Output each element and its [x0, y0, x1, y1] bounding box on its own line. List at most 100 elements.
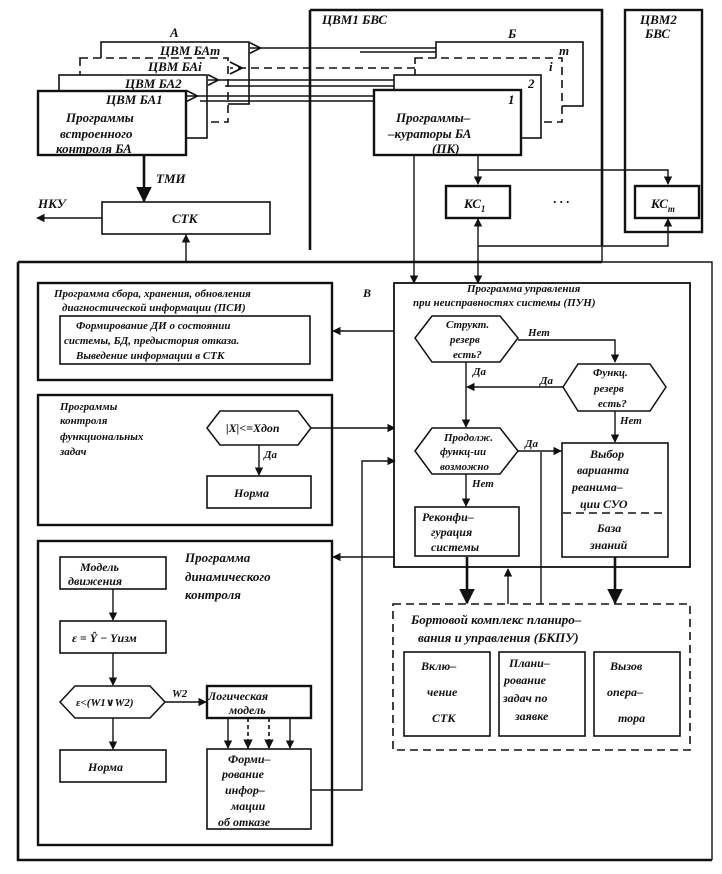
bkpu-box1-3: СТК: [432, 711, 456, 725]
pun-title-1: Программа управления: [466, 283, 581, 295]
psi-title-2: диагностической информации (ПСИ): [62, 302, 246, 314]
bkpu-box1-2: чение: [427, 685, 458, 699]
pkf-yes-label: Да: [263, 449, 278, 461]
group-b-to-a-links: [187, 48, 436, 101]
pun-title-2: при неисправностях системы (ПУН): [413, 297, 596, 309]
bkpu-box3-1: Вызов: [609, 659, 643, 673]
psi-inner-1: Формирование ДИ о состоянии: [76, 320, 231, 332]
logic-model-1: Логическая: [207, 689, 268, 703]
bic-title-2: встроенного: [60, 126, 133, 141]
failure-info-5: об отказе: [218, 815, 271, 829]
stack-label-bai: ЦВМ БАi: [147, 59, 202, 74]
pdk-condition: ε<(W1∨W2): [76, 697, 134, 709]
reconfig-1: Реконфи–: [422, 510, 474, 524]
section-v-label: В: [362, 286, 371, 300]
continue-2: функц-ии: [440, 446, 486, 458]
group-a-stack: А ЦВМ БАm ЦВМ БАi ЦВМ БА2 ЦВМ БА1 Програ…: [36, 25, 250, 157]
select-variant-2: варианта: [577, 463, 629, 477]
struct-reserve-2: резерв: [449, 334, 480, 346]
stk-block: ТМИ НКУ СТК: [36, 155, 271, 262]
functional-control-block: Программы контроля функциональных задач …: [36, 393, 396, 527]
tmi-label: ТМИ: [156, 171, 187, 186]
ks1-box: КС1: [463, 196, 485, 214]
select-variant-4: ции СУО: [580, 497, 628, 511]
pkf-title-4: задач: [59, 446, 87, 458]
ksm-box: КСm: [650, 196, 675, 214]
group-b-label: Б: [507, 26, 516, 41]
reconfig-2: гурация: [431, 525, 472, 539]
continue-no-label: Нет: [471, 478, 494, 490]
bkpu-block: Бортовой комплекс планиро– вания и управ…: [392, 603, 691, 751]
pkf-norm: Норма: [233, 486, 269, 500]
pkf-title-2: контроля: [60, 415, 108, 427]
stack-label-ba1: ЦВМ БА1: [105, 92, 163, 107]
bkpu-title-2: вания и управления (БКПУ): [418, 630, 579, 645]
func-reserve-hex: [562, 363, 667, 412]
pdk-title-2: динамического: [185, 569, 271, 584]
failure-info-1: Форми–: [228, 752, 271, 766]
pdk-norm: Норма: [87, 760, 123, 774]
pdk-title-3: контроля: [185, 587, 241, 602]
select-variant-3: реанима–: [571, 480, 623, 494]
bkpu-box2-3: задач по: [502, 691, 547, 705]
knowledge-base-1: База: [596, 521, 621, 535]
stack-number-2: 2: [527, 76, 535, 91]
ellipsis-label: · · ·: [553, 194, 569, 209]
failure-info-3: инфор–: [225, 783, 265, 797]
stack-number-m: m: [559, 43, 569, 58]
psi-block: Программа сбора, хранения, обновления ди…: [36, 281, 395, 382]
lower-container: В: [16, 260, 712, 862]
pkf-condition: |X|<=Xдоп: [226, 421, 280, 435]
continue-yes-label: Да: [524, 438, 539, 450]
func-reserve-3: есть?: [598, 398, 627, 410]
pun-bkpu-links: [459, 557, 623, 605]
cvm2-label-2: БВС: [644, 26, 670, 41]
stack-label-ba2: ЦВМ БА2: [124, 76, 182, 91]
struct-yes-label: Да: [472, 366, 487, 378]
cvm2-label-1: ЦВМ2: [639, 12, 677, 27]
struct-no-label: Нет: [527, 327, 550, 339]
cvm1-label: ЦВМ1 БВС: [321, 12, 387, 27]
continue-3: возможно: [440, 461, 489, 473]
bkpu-box3-3: тора: [618, 711, 645, 725]
psi-inner-2: системы, БД, предыстория отказа.: [64, 335, 239, 347]
group-a-label: А: [169, 25, 179, 40]
logic-model-2: модель: [228, 703, 266, 717]
nku-label: НКУ: [37, 196, 68, 211]
reconfig-3: системы: [431, 540, 479, 554]
bkpu-box2-1: Плани–: [508, 656, 550, 670]
psi-inner-3: Выведение информации в СТК: [75, 350, 225, 362]
pun-block: Программа управления при неисправностях …: [393, 282, 691, 606]
pdk-title-1: Программа: [184, 550, 251, 565]
bkpu-title-1: Бортовой комплекс планиро–: [410, 612, 582, 627]
knowledge-base-2: знаний: [589, 538, 628, 552]
pk-title-3: (ПК): [432, 141, 460, 156]
bkpu-box2-4: заявке: [514, 709, 549, 723]
group-b-stack: Б m i 2 1 Программы– –кураторы БА (ПК): [372, 26, 584, 157]
cvm1-container: ЦВМ1 БВС: [308, 8, 604, 250]
bkpu-box1-1: Вклю–: [420, 659, 456, 673]
stk-box: СТК: [172, 211, 199, 226]
func-no-label: Нет: [619, 415, 642, 427]
pk-title-1: Программы–: [395, 110, 471, 125]
motion-model-1: Модель: [79, 560, 119, 574]
func-reserve-1: Функц.: [593, 367, 628, 379]
pkf-title-1: Программы: [59, 401, 118, 413]
continue-1: Продолж.: [443, 432, 493, 444]
func-reserve-2: резерв: [593, 383, 624, 395]
struct-reserve-hex: [414, 315, 519, 363]
bkpu-box3-2: опера–: [607, 685, 643, 699]
failure-info-4: мации: [230, 799, 266, 813]
pkf-title-3: функциональных: [60, 431, 144, 443]
struct-reserve-1: Структ.: [446, 319, 489, 331]
pk-title-2: –кураторы БА: [387, 126, 472, 141]
func-yes-label: Да: [539, 375, 554, 387]
psi-title-1: Программа сбора, хранения, обновления: [53, 288, 251, 300]
epsilon-formula: ε = Ŷ − Yизм: [72, 631, 137, 645]
stack-number-i: i: [549, 59, 553, 74]
select-variant-1: Выбор: [589, 447, 624, 461]
w2-label: W2: [172, 688, 188, 700]
bic-title-1: Программы: [65, 110, 134, 125]
